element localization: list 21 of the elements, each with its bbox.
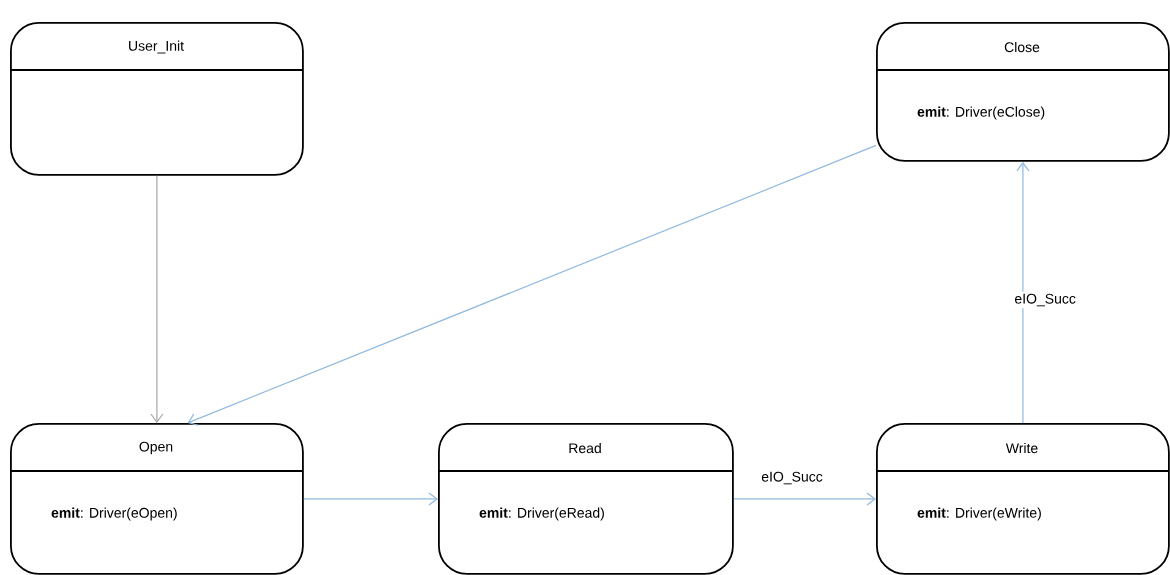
state-title: Open [139,441,173,455]
state-box [9,423,304,575]
state-title: Read [569,442,601,454]
state-title: Close [1004,41,1040,53]
edge-label: eIO_Succ [1012,291,1078,309]
arrow [1016,161,1030,424]
state-action: emit: Driver(eOpen) [51,507,177,521]
state-action: emit: Driver(eClose) [917,106,1045,120]
arrow [303,492,438,506]
state-action: emit: Driver(eWrite) [917,507,1041,521]
arrow [150,175,164,423]
state-box [875,22,1170,162]
state-title: Write [1005,442,1038,454]
state-box [875,423,1170,575]
state-title: User_Init [129,40,184,54]
state-action: emit: Driver(eRead) [479,507,604,521]
edge-label: eIO_Succ [759,469,825,487]
state-box [437,423,734,575]
arrow [187,144,877,426]
arrow [733,492,876,506]
state-box [9,22,304,176]
